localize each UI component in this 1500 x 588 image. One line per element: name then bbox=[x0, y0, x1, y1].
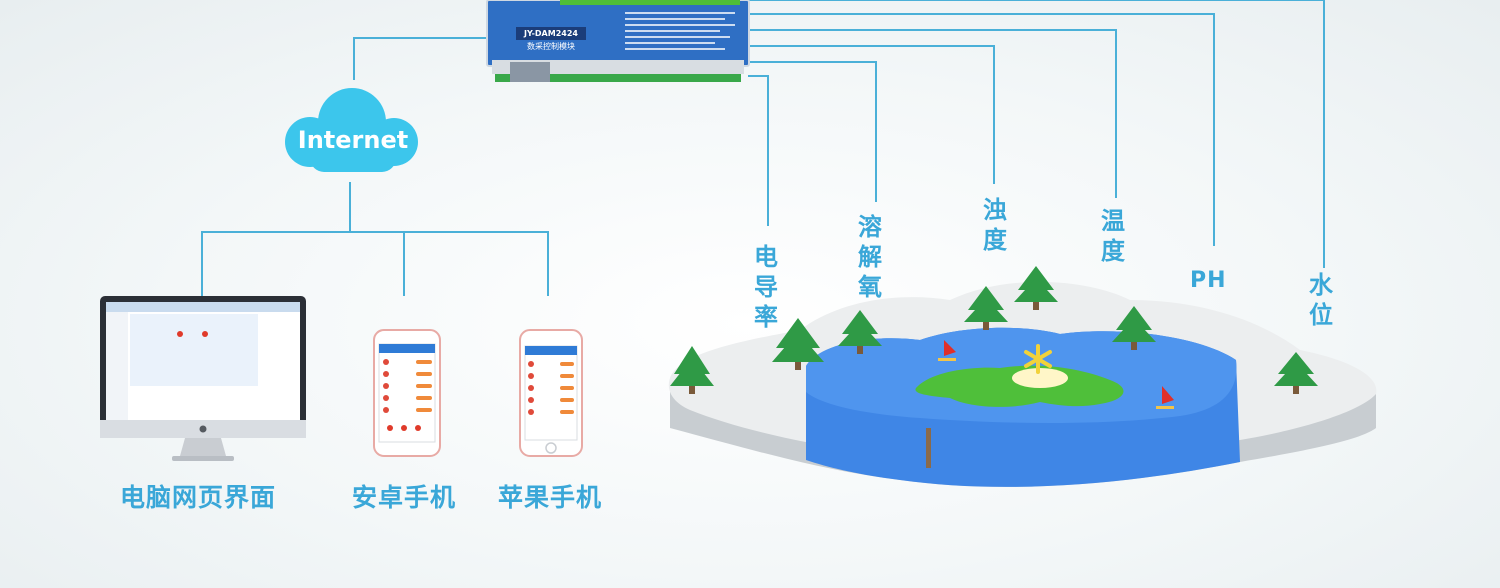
client-bus-line bbox=[201, 231, 549, 296]
pond-scene bbox=[668, 266, 1377, 487]
sensor-label-water-level: 水位 bbox=[1309, 271, 1333, 329]
line-temperature bbox=[748, 29, 1117, 198]
client-label-desktop: 电脑网页界面 bbox=[120, 483, 277, 512]
sensor-label-temperature: 温度 bbox=[1101, 207, 1125, 265]
apple-phone bbox=[519, 329, 583, 457]
module-to-internet-line bbox=[353, 37, 490, 80]
line-turbidity bbox=[748, 45, 995, 184]
desktop-computer bbox=[100, 296, 306, 461]
line-water-level bbox=[747, 0, 1325, 268]
client-label-iphone: 苹果手机 bbox=[498, 483, 603, 512]
line-ph bbox=[748, 13, 1215, 246]
internet-label: Internet bbox=[297, 126, 409, 154]
control-module bbox=[486, 0, 750, 82]
line-dissolved-oxygen bbox=[748, 61, 877, 202]
module-subtitle: 数采控制模块 bbox=[527, 42, 575, 51]
line-conductivity bbox=[748, 75, 769, 226]
android-phone bbox=[373, 329, 441, 457]
sensor-label-dissolved-oxygen: 溶解氧 bbox=[858, 213, 882, 301]
sensor-label-conductivity: 电导率 bbox=[754, 243, 778, 331]
module-model-label: JY-DAM2424 bbox=[516, 27, 586, 40]
sensor-label-turbidity: 浊度 bbox=[983, 196, 1007, 254]
sensor-label-ph: PH bbox=[1190, 268, 1227, 293]
internet-cloud bbox=[285, 88, 418, 172]
client-label-android: 安卓手机 bbox=[352, 483, 457, 512]
trees bbox=[670, 266, 1318, 394]
sailboat-left bbox=[938, 340, 956, 361]
sailboat-right bbox=[1156, 386, 1174, 409]
